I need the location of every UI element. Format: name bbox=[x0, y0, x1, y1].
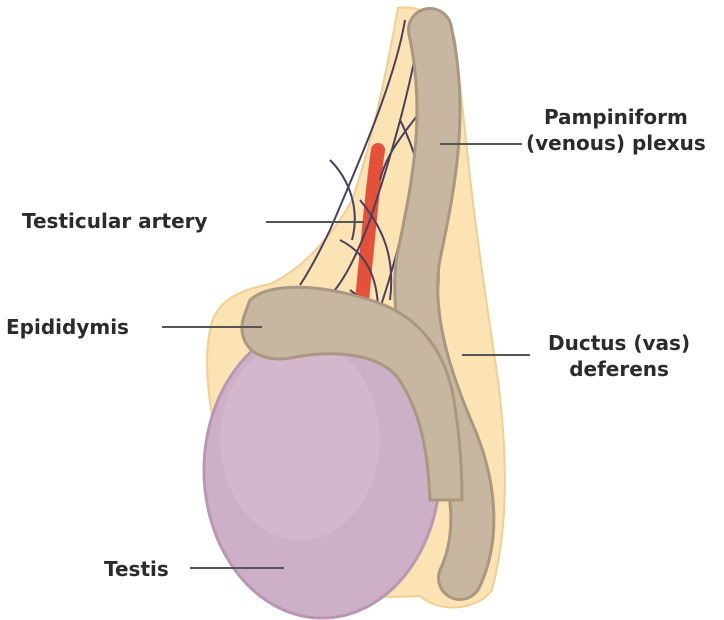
label-ductus-deferens: Ductus (vas) deferens bbox=[548, 330, 690, 382]
label-pampiniform-line1: Pampiniform bbox=[526, 104, 706, 130]
label-testis: Testis bbox=[104, 556, 169, 582]
label-ductus-line2: deferens bbox=[548, 356, 690, 382]
label-ductus-line1: Ductus (vas) bbox=[548, 330, 690, 356]
label-epididymis: Epididymis bbox=[6, 314, 129, 340]
label-testicular-artery: Testicular artery bbox=[22, 208, 208, 234]
label-pampiniform-plexus: Pampiniform (venous) plexus bbox=[526, 104, 706, 156]
testis-highlight bbox=[220, 340, 380, 540]
label-pampiniform-line2: (venous) plexus bbox=[526, 130, 706, 156]
